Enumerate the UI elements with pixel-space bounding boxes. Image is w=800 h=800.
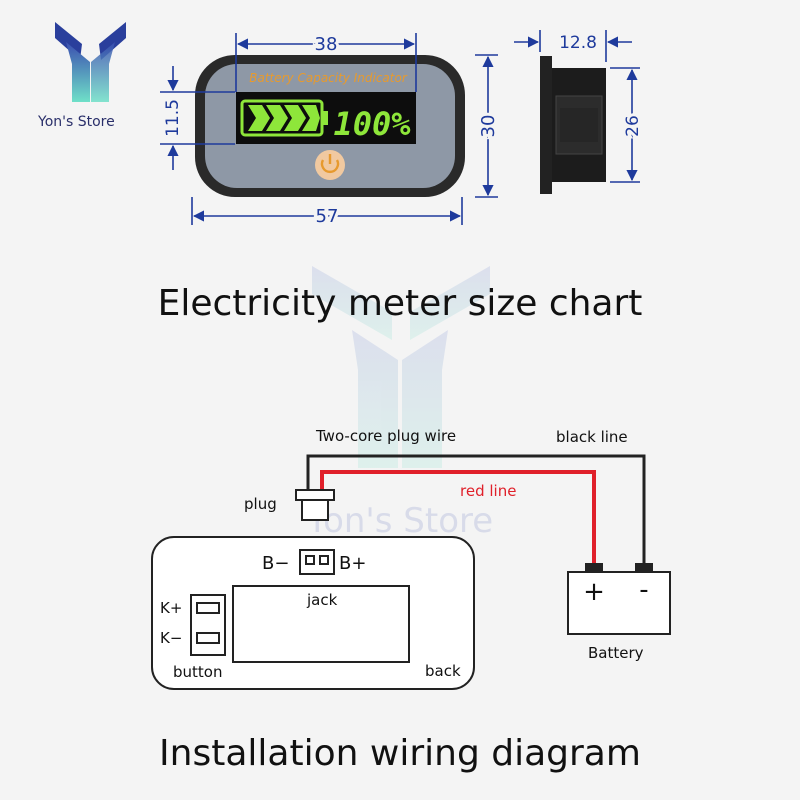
dim-side-depth: 12.8 xyxy=(559,33,597,53)
brand-logo-icon xyxy=(55,22,126,102)
dim-bottom-width: 57 xyxy=(316,206,339,227)
jack-connector xyxy=(299,549,335,575)
size-chart-title: Electricity meter size chart xyxy=(157,283,643,324)
power-button-icon xyxy=(315,150,345,180)
battery-level-icon xyxy=(240,99,328,137)
label-back: back xyxy=(425,662,461,680)
label-b-minus: B− xyxy=(262,553,289,574)
label-jack: jack xyxy=(306,591,338,609)
dimension-lines-front xyxy=(160,33,498,225)
brand-name: Yon's Store xyxy=(38,114,115,130)
label-battery: Battery xyxy=(588,644,644,662)
watermark-logo-icon xyxy=(312,266,490,468)
label-plug: plug xyxy=(244,495,277,513)
battery-plus-sign: + xyxy=(583,577,605,607)
dim-display-height: 11.5 xyxy=(163,99,183,137)
lcd-percent: 100% xyxy=(333,105,411,143)
label-button: button xyxy=(173,663,222,681)
plug-connector xyxy=(295,489,335,521)
dimension-lines-side xyxy=(514,30,640,183)
red-wire xyxy=(320,470,596,566)
dim-right-height: 30 xyxy=(478,115,499,138)
meter-back-panel xyxy=(151,536,475,690)
label-black-line: black line xyxy=(556,428,628,446)
black-wire xyxy=(306,454,646,566)
label-red-line: red line xyxy=(460,482,516,500)
label-k-minus: K− xyxy=(160,629,182,647)
battery-minus-sign: - xyxy=(639,575,648,605)
meter-front-view: Battery Capacity Indicator 100% xyxy=(195,55,465,197)
panel-label: Battery Capacity Indicator xyxy=(249,71,408,85)
wiring-diagram-title: Installation wiring diagram xyxy=(159,733,641,774)
battery-icon xyxy=(567,563,671,635)
dim-top-width: 38 xyxy=(315,34,338,55)
label-k-plus: K+ xyxy=(160,599,182,617)
watermark-text: Yon's Store xyxy=(306,501,493,541)
meter-side-view xyxy=(540,56,606,194)
button-connector xyxy=(190,594,226,656)
label-b-plus: B+ xyxy=(339,553,366,574)
label-two-core-wire: Two-core plug wire xyxy=(315,427,456,445)
dim-side-height: 26 xyxy=(623,115,643,137)
